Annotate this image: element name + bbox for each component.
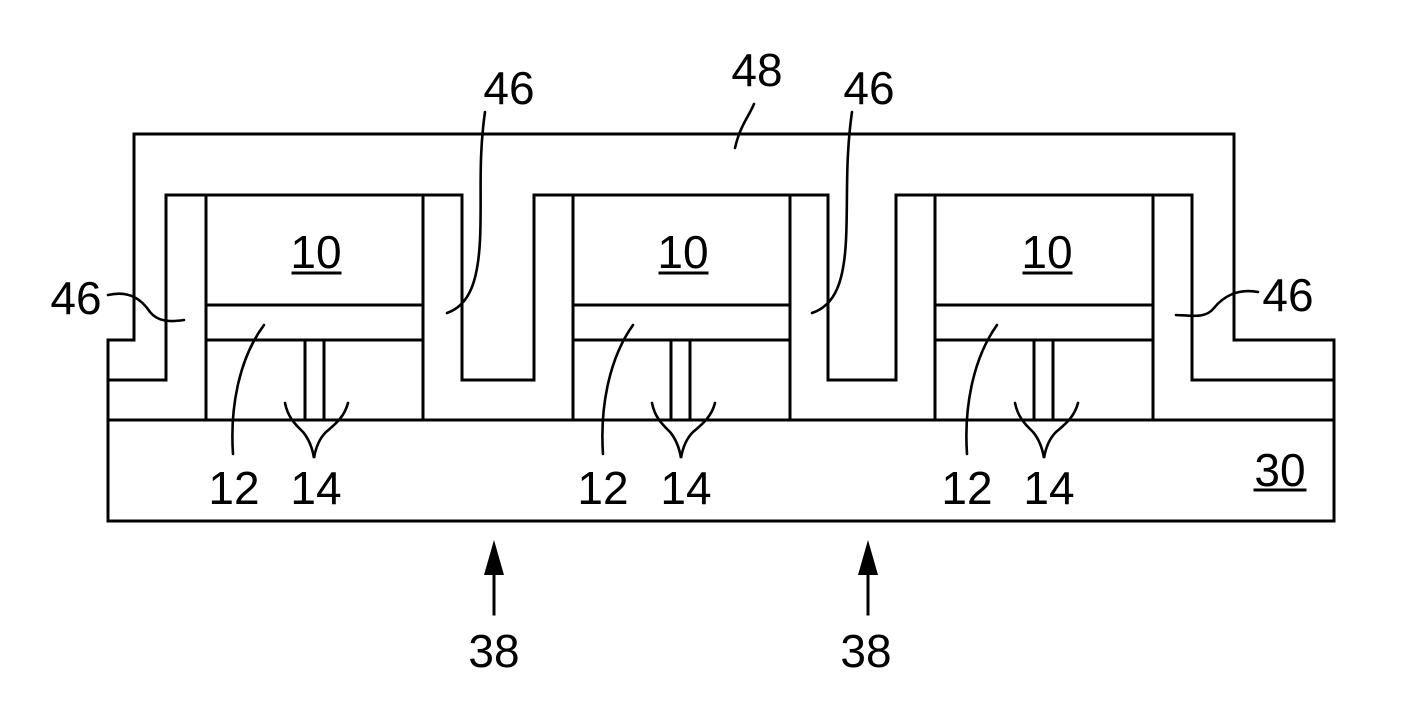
leader-46-a xyxy=(447,112,485,313)
label-14-1: 14 xyxy=(290,462,341,514)
leader-14-3 xyxy=(1015,403,1078,458)
label-12-2: 12 xyxy=(577,462,628,514)
liner-46-outline xyxy=(108,195,1334,380)
label-38-right: 38 xyxy=(840,625,891,677)
label-14-3: 14 xyxy=(1023,462,1074,514)
label-48: 48 xyxy=(731,44,782,96)
leader-46-right xyxy=(1176,291,1258,316)
label-46-right: 46 xyxy=(1262,269,1313,321)
label-10-2: 10 xyxy=(657,226,708,278)
label-46-a: 46 xyxy=(483,62,534,114)
leader-12-3 xyxy=(966,325,997,454)
label-10-3: 10 xyxy=(1021,226,1072,278)
leader-48 xyxy=(735,104,754,148)
leader-46-b xyxy=(812,112,852,313)
label-46-b: 46 xyxy=(843,62,894,114)
leader-12-2 xyxy=(602,325,633,454)
label-38-left: 38 xyxy=(468,625,519,677)
label-46-left: 46 xyxy=(50,272,101,324)
label-30: 30 xyxy=(1254,444,1305,496)
label-14-2: 14 xyxy=(660,462,711,514)
arrow-38-left xyxy=(484,540,504,614)
label-12-3: 12 xyxy=(941,462,992,514)
label-12-1: 12 xyxy=(208,462,259,514)
leader-14-2 xyxy=(652,403,715,458)
leader-12-1 xyxy=(232,325,264,454)
leader-14-1 xyxy=(285,403,348,458)
label-10-1: 10 xyxy=(290,226,341,278)
leader-46-left xyxy=(108,294,184,321)
arrow-38-right xyxy=(858,540,878,614)
